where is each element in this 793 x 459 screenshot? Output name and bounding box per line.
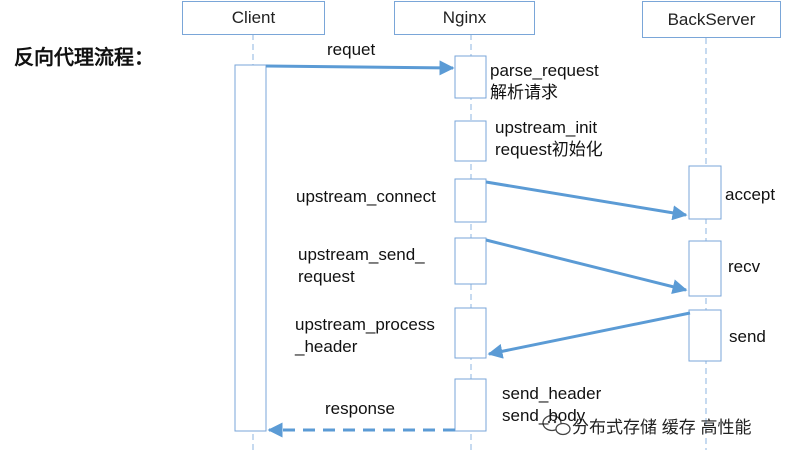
label-upstream-send-request: upstream_send_ request (298, 244, 425, 288)
client-activation (234, 64, 267, 432)
label-send-body-line: send_body (502, 406, 586, 425)
nginx-activation-send-request (454, 237, 487, 285)
label-upstream-process-header: upstream_process _header (295, 314, 435, 358)
backserver-activation-recv (688, 240, 722, 297)
backserver-activation-send (688, 309, 722, 362)
watermark-logo-icon (542, 414, 571, 436)
label-parse-request-line1: parse_request (490, 61, 599, 80)
nginx-activation-send-header (454, 378, 487, 432)
participant-client: Client (182, 1, 325, 35)
label-send-header-body: send_header send_body (502, 383, 601, 427)
label-upstream-process-header-line1: upstream_process (295, 315, 435, 334)
send-request-arrow (485, 238, 688, 295)
label-upstream-send-request-line1: upstream_send_ (298, 245, 425, 264)
label-send: send (729, 327, 766, 346)
label-response: response (325, 399, 395, 418)
label-parse-request: parse_request 解析请求 (490, 60, 599, 104)
label-upstream-init: upstream_init request初始化 (495, 117, 603, 161)
label-send-header-line: send_header (502, 384, 602, 403)
backserver-activation-accept (688, 165, 722, 220)
nginx-activation-process-header (454, 307, 487, 359)
label-upstream-send-request-line2: request (298, 267, 355, 286)
nginx-activation-connect (454, 178, 487, 223)
label-parse-request-line2: 解析请求 (490, 83, 558, 102)
connect-arrow (485, 180, 688, 221)
label-upstream-process-header-line2: _header (295, 337, 358, 356)
diagram-title: 反向代理流程： (14, 47, 154, 69)
label-request: requet (327, 40, 376, 59)
nginx-activation-parse (454, 55, 487, 99)
process-header-arrow (487, 311, 691, 359)
participant-nginx: Nginx (394, 1, 535, 35)
nginx-activation-init (454, 120, 487, 162)
watermark-text: 分布式存储 缓存 高性能 (572, 418, 752, 437)
label-accept: accept (725, 185, 776, 204)
request-arrow (265, 60, 455, 76)
label-upstream-connect: upstream_connect (296, 187, 436, 206)
label-recv: recv (728, 257, 761, 276)
participant-backserver: BackServer (642, 1, 781, 38)
label-upstream-init-line1: upstream_init (495, 118, 598, 137)
label-upstream-init-line2: request初始化 (495, 140, 603, 159)
